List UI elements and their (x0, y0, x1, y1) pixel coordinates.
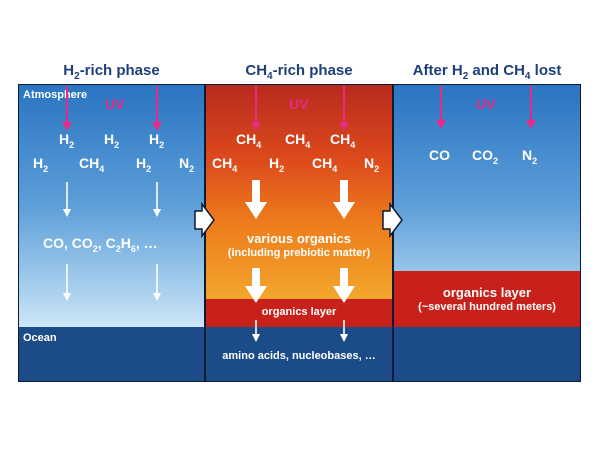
molecule: CO2 (472, 147, 499, 166)
various-organics-label: various organics (246, 231, 352, 246)
panel-ch4-rich-phase: UV CH4 CH4 CH4 CH4 H2 CH4 N2 various org… (205, 84, 393, 382)
molecule: H2 (149, 131, 165, 150)
title-h2-rich-phase: H2-rich phase (63, 62, 160, 82)
prebiotic-matter-label: (including prebiotic matter) (227, 247, 371, 259)
molecule: H2 (104, 131, 120, 150)
ocean-label: Ocean (23, 332, 57, 344)
molecule: N2 (522, 147, 538, 166)
organics-layer-label: organics layer (261, 306, 337, 318)
molecule: H2 (33, 155, 49, 174)
atmosphere-region (206, 85, 392, 299)
organics-layer (394, 271, 580, 327)
uv-label: UV (105, 96, 125, 112)
organics-layer (206, 299, 392, 327)
molecule: H2 (59, 131, 75, 150)
molecule: CH4 (79, 155, 105, 174)
molecule: CH4 (330, 131, 356, 150)
molecule: N2 (179, 155, 195, 174)
atmosphere-region (19, 85, 204, 327)
molecule: CO (429, 147, 450, 163)
ocean-region (19, 327, 204, 381)
ocean-products-label: amino acids, nucleobases, … (222, 350, 376, 362)
panel-h2-rich-phase: Atmosphere UV H2 H2 H2 H2 CH4 H2 N2 CO, … (18, 84, 205, 382)
molecule: H2 (136, 155, 152, 174)
layer-thickness-label: (~several hundred meters) (418, 301, 556, 313)
uv-label: UV (289, 96, 309, 112)
ocean-region (206, 327, 392, 381)
panel-after-h2-ch4-lost: UV CO CO2 N2 organics layer (~several hu… (393, 84, 581, 382)
molecule: CH4 (285, 131, 311, 150)
uv-label: UV (476, 96, 496, 112)
molecule: H2 (269, 155, 285, 174)
molecule: N2 (364, 155, 380, 174)
title-after-h2-ch4-lost: After H2 and CH4 lost (412, 62, 562, 82)
ocean-region (394, 327, 580, 381)
molecule: CH4 (236, 131, 262, 150)
products-label: CO, CO2, C2H6, … (43, 235, 158, 254)
molecule: CH4 (212, 155, 238, 174)
organics-layer-label: organics layer (442, 285, 532, 300)
atmosphere-label: Atmosphere (23, 89, 88, 101)
molecule: CH4 (312, 155, 338, 174)
title-ch4-rich-phase: CH4-rich phase (245, 62, 353, 82)
